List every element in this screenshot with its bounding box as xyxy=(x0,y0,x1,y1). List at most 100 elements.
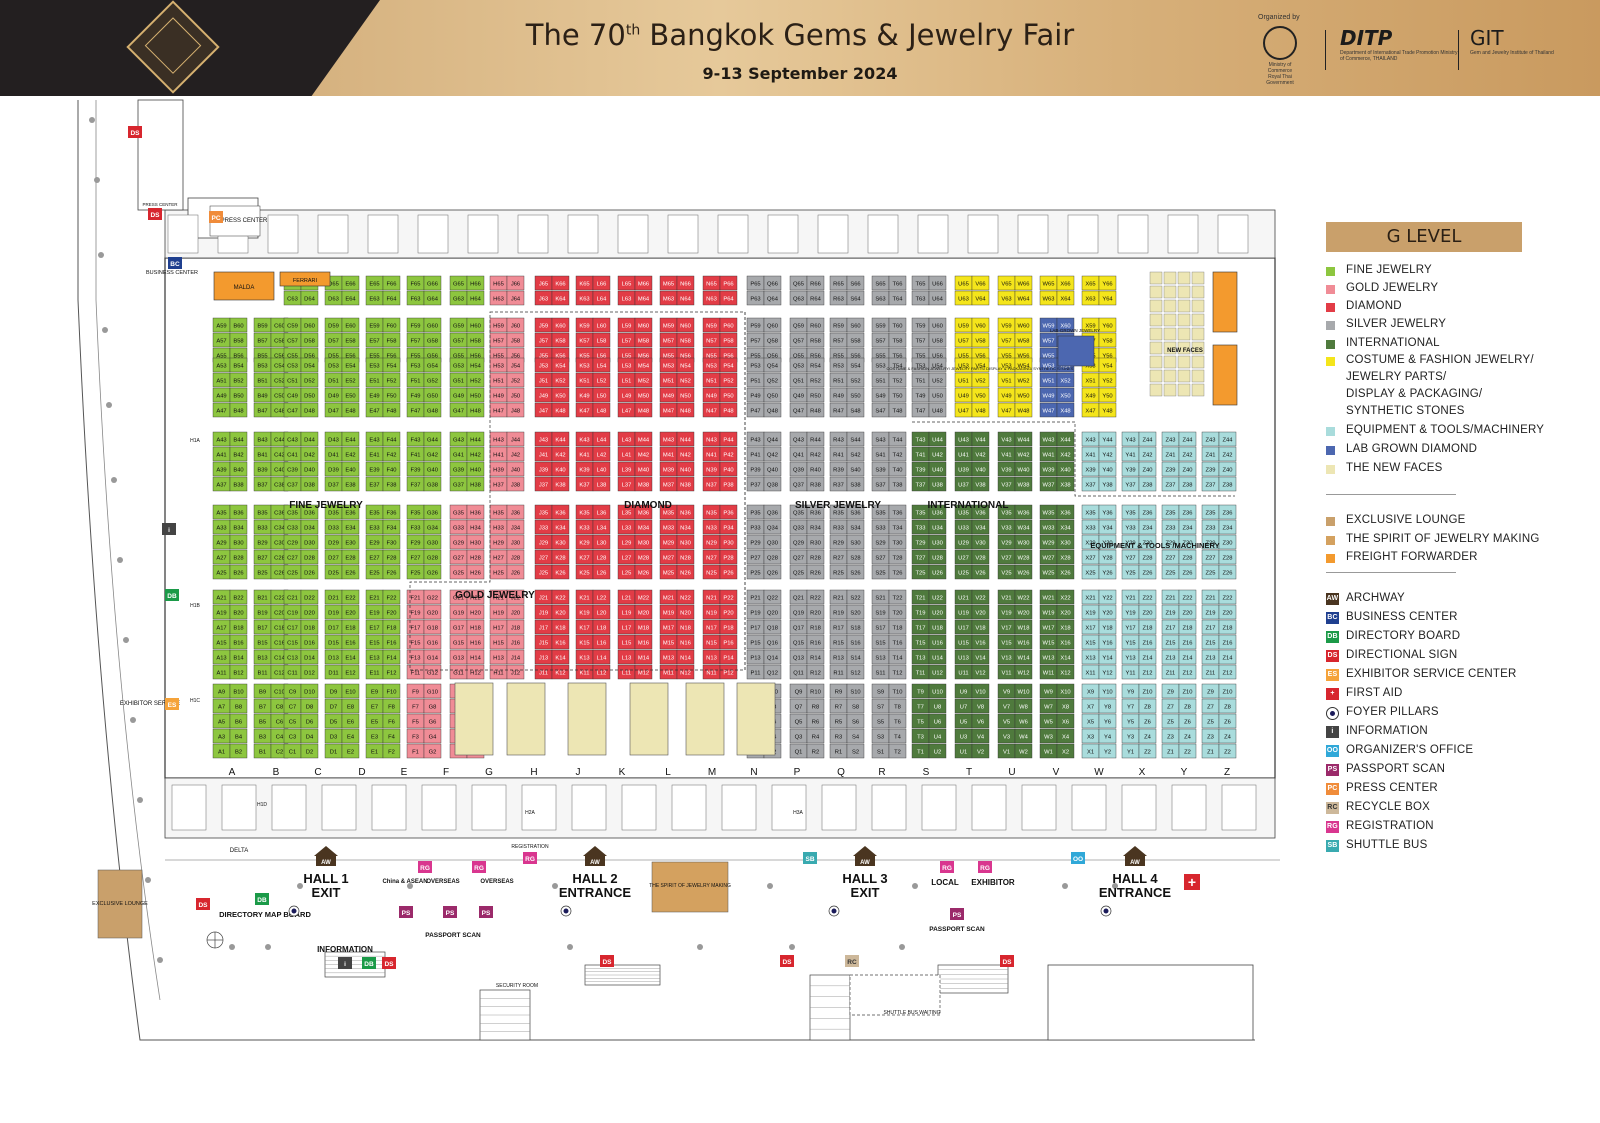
booth-number: N57 xyxy=(706,339,717,345)
booth-number: N13 xyxy=(706,656,717,662)
booth xyxy=(229,317,248,333)
booth-number: D55 xyxy=(328,354,339,360)
booth-number: N60 xyxy=(680,324,691,330)
booth-number: Q54 xyxy=(767,364,779,370)
booth-number: N17 xyxy=(706,626,717,632)
booth-number: E57 xyxy=(369,339,379,345)
booth-number: C13 xyxy=(287,656,298,662)
booth-number: K60 xyxy=(555,324,565,330)
service-room xyxy=(517,214,549,254)
booth-number: Y15 xyxy=(1125,641,1135,647)
booth-number: S39 xyxy=(875,468,885,474)
press-center-label: PRESS CENTER xyxy=(221,218,268,224)
booth-number: Q53 xyxy=(793,364,804,370)
booth-number: U5 xyxy=(960,720,967,726)
booth-number: Z4 xyxy=(1184,735,1192,741)
booth-number: H54 xyxy=(470,364,481,370)
booth-number: C58 xyxy=(274,339,285,345)
booth-number: B30 xyxy=(233,541,243,547)
booth-number: G44 xyxy=(427,438,439,444)
booth-number: L14 xyxy=(597,656,607,662)
directory-board-icon: DB xyxy=(1326,631,1339,643)
booth-number: Z27 xyxy=(1206,556,1216,562)
booth-number: Y44 xyxy=(1102,438,1113,444)
service-room xyxy=(567,214,599,254)
booth-number: Y52 xyxy=(1102,379,1112,385)
booth xyxy=(300,713,319,729)
booth-number: W35 xyxy=(1043,511,1055,517)
booth xyxy=(229,649,248,665)
archway-icon xyxy=(853,846,877,856)
booth xyxy=(229,634,248,650)
booth-number: B49 xyxy=(257,394,267,400)
booth-number: U3 xyxy=(960,735,967,741)
booth-number: R13 xyxy=(833,656,844,662)
booth-number: J59 xyxy=(539,324,548,330)
booth-number: P27 xyxy=(750,556,760,562)
booth-number: W25 xyxy=(1043,571,1055,577)
booth-number: U36 xyxy=(932,511,943,517)
booth-number: J54 xyxy=(511,364,521,370)
service-room xyxy=(1217,214,1249,254)
legend-icon-label: ORGANIZER'S OFFICE xyxy=(1346,744,1474,756)
booth-number: F65 xyxy=(411,282,421,288)
booth-number: Z12 xyxy=(1223,671,1233,677)
booth-number: T49 xyxy=(916,394,926,400)
booth-number: G35 xyxy=(453,511,464,517)
service-room xyxy=(571,784,607,831)
booth-number: P11 xyxy=(751,671,761,677)
booth-number: H65 xyxy=(493,282,504,288)
booth-number: R20 xyxy=(810,611,821,617)
booth-number: Q14 xyxy=(767,656,779,662)
booth xyxy=(229,683,248,699)
booth-number: X16 xyxy=(1060,641,1070,647)
booth-number: K13 xyxy=(579,656,589,662)
booth-number: C56 xyxy=(274,354,285,360)
booth-number: Q27 xyxy=(793,556,804,562)
booth-number: Q25 xyxy=(793,571,804,577)
booth-number: L63 xyxy=(622,297,632,303)
booth xyxy=(423,446,442,462)
pillar xyxy=(1112,883,1118,889)
booth-number: C10 xyxy=(274,690,285,696)
archway-icon xyxy=(583,846,607,856)
booth-number: U63 xyxy=(958,297,969,303)
booth-number: P39 xyxy=(750,468,760,474)
booth xyxy=(341,683,360,699)
booth-number: Z6 xyxy=(1224,720,1231,726)
booth-number: Z7 xyxy=(1167,705,1174,711)
booth-number: U19 xyxy=(958,611,969,617)
booth-number: Z21 xyxy=(1166,596,1176,602)
exhibitor-service-icon-code: ES xyxy=(168,702,177,709)
booth-number: D52 xyxy=(304,379,315,385)
booth-number: E34 xyxy=(345,526,356,532)
booth-number: M27 xyxy=(663,556,674,562)
service-room xyxy=(371,784,407,831)
booth-number: W11 xyxy=(1043,671,1055,677)
booth-number: M34 xyxy=(638,526,650,532)
booth-number: T43 xyxy=(916,438,926,444)
registration-icon-code: RG xyxy=(420,865,430,872)
business-center-icon: BC xyxy=(1326,612,1339,624)
china-asean-label: China & ASEAN xyxy=(382,879,427,885)
booth-number: F14 xyxy=(387,656,398,662)
booth-number: T22 xyxy=(893,596,903,602)
booth-number: L53 xyxy=(622,364,632,370)
booth-number: Z9 xyxy=(1207,690,1214,696)
booth-number: W41 xyxy=(1043,453,1055,459)
booth-number: Q19 xyxy=(793,611,804,617)
booth xyxy=(300,387,319,403)
booth-number: N26 xyxy=(680,571,691,577)
legend-zone-label: DISPLAY & PACKAGING/ xyxy=(1346,388,1483,400)
booth-number: F18 xyxy=(387,626,397,632)
booth-number: K36 xyxy=(555,511,565,517)
booth-number: X40 xyxy=(1060,468,1070,474)
booth-number: F51 xyxy=(411,379,421,385)
booth xyxy=(423,604,442,620)
booth xyxy=(506,446,525,462)
booth-number: M28 xyxy=(638,556,649,562)
booth-number: R43 xyxy=(833,438,844,444)
booth-number: R48 xyxy=(810,409,821,415)
booth-number: U17 xyxy=(958,626,969,632)
